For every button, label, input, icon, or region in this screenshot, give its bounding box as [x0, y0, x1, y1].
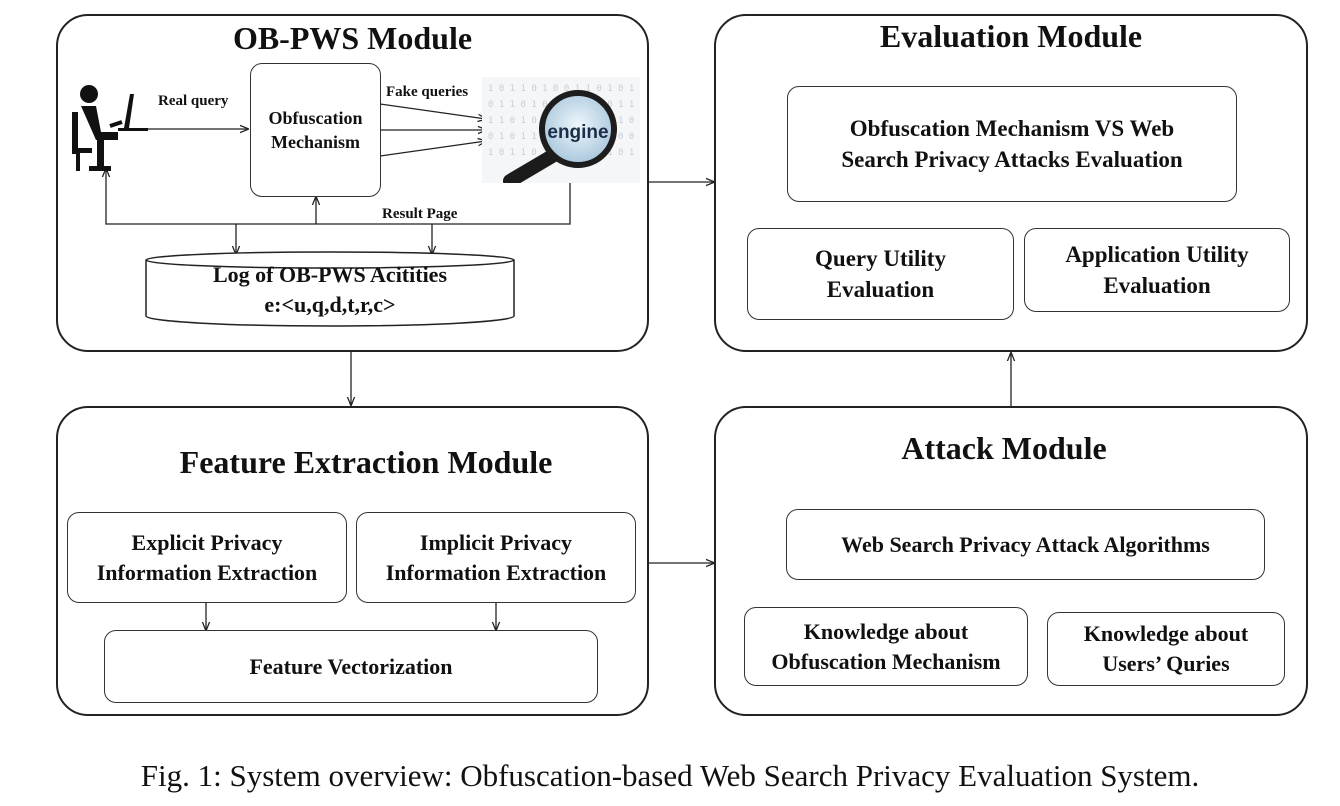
svg-text:1 0 1 1 0 1 0 0 1 1 0 1 0 1 1: 1 0 1 1 0 1 0 0 1 1 0 1 0 1 1 0 [488, 84, 640, 94]
user-at-computer-icon [72, 85, 148, 171]
result-page-line [106, 169, 571, 225]
evaluation-title: Evaluation Module [879, 18, 1143, 54]
application-utility-evaluation-box: Application Utility Evaluation [1024, 228, 1290, 312]
knowledge-user-queries-box: Knowledge about Users’ Quries [1047, 612, 1285, 686]
knowledge-obfuscation-box: Knowledge about Obfuscation Mechanism [744, 607, 1028, 686]
figure-caption: Fig. 1: System overview: Obfuscation-bas… [140, 758, 1200, 793]
arrow-fake-query-1 [379, 103, 486, 119]
obfuscation-mechanism-box: Obfuscation Mechanism [250, 63, 381, 197]
obfuscation-vs-attacks-evaluation-box: Obfuscation Mechanism VS Web Search Priv… [787, 86, 1237, 202]
engine-label: engine [547, 122, 608, 143]
feature-vectorization-box: Feature Vectorization [104, 630, 598, 703]
arrow-fake-query-3 [379, 141, 486, 157]
result-page-label: Result Page [382, 206, 458, 222]
log-event-tuple: e:<u,q,d,t,r,c> [264, 292, 396, 317]
privacy-attack-algorithms-box: Web Search Privacy Attack Algorithms [786, 509, 1265, 580]
feature-extraction-title: Feature Extraction Module [179, 444, 553, 480]
query-utility-evaluation-box: Query Utility Evaluation [747, 228, 1014, 320]
ob-pws-title: OB-PWS Module [232, 20, 473, 56]
log-database-cylinder [145, 251, 515, 327]
real-query-label: Real query [158, 93, 229, 109]
search-engine-icon: 1 0 1 1 0 1 0 0 1 1 0 1 0 1 1 0 0 1 1 0 … [482, 77, 640, 183]
implicit-privacy-extraction-box: Implicit Privacy Information Extraction [356, 512, 636, 603]
fake-queries-label: Fake queries [386, 84, 469, 100]
explicit-privacy-extraction-box: Explicit Privacy Information Extraction [67, 512, 347, 603]
log-title: Log of OB-PWS Acitities [212, 262, 448, 287]
attack-module-title: Attack Module [901, 430, 1107, 466]
